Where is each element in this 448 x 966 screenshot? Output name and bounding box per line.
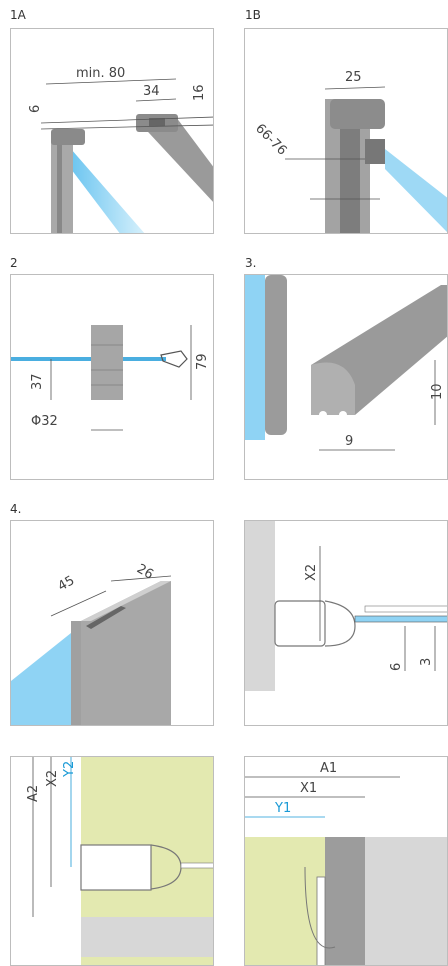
figure-label-1b: 1B <box>245 8 261 22</box>
dim-6-x2: X2 <box>45 770 60 787</box>
dim-7-x1: X1 <box>300 781 317 796</box>
figure-2-panel: 79 37 Φ32 <box>10 274 214 480</box>
dim-4-45: 45 <box>56 573 78 594</box>
dim-1b-66-76: 66-76 <box>252 121 289 158</box>
figure-3-drawing: 9 10 <box>245 275 447 451</box>
figure-5-panel: X2 6 3 <box>244 520 448 726</box>
figure-2-drawing: 79 37 Φ32 <box>11 325 210 431</box>
dim-3-9: 9 <box>345 434 353 449</box>
dim-2-phi32: Φ32 <box>31 414 58 429</box>
figure-1b-drawing: 25 66-76 <box>252 70 447 233</box>
dim-4-26: 26 <box>134 561 156 582</box>
figure-6-drawing: A2 X2 Y2 <box>26 757 213 965</box>
figure-label-1a: 1A <box>10 8 26 22</box>
dim-5-3: 3 <box>419 658 434 666</box>
dim-3-10: 10 <box>430 383 445 400</box>
dim-6-a2: A2 <box>26 785 41 802</box>
dim-1a-16: 16 <box>192 84 207 101</box>
dim-1a-34: 34 <box>143 84 160 99</box>
figure-4-panel: 45 26 <box>10 520 214 726</box>
dim-5-6: 6 <box>389 663 404 671</box>
figure-1a-drawing: min. 80 34 6 16 <box>28 66 213 233</box>
figure-7-drawing: A1 X1 Y1 <box>245 761 447 965</box>
dim-2-79: 79 <box>195 353 210 370</box>
figure-5-drawing: X2 6 3 <box>245 521 447 691</box>
figure-1a-panel: min. 80 34 6 16 <box>10 28 214 234</box>
figure-label-2: 2 <box>10 256 18 270</box>
dim-7-y1: Y1 <box>274 801 291 816</box>
dim-7-a1: A1 <box>320 761 337 776</box>
figure-6-panel: A2 X2 Y2 <box>10 756 214 966</box>
dim-1b-25: 25 <box>345 70 362 85</box>
dim-5-x2: X2 <box>304 564 319 581</box>
dim-1a-6: 6 <box>28 105 43 113</box>
figure-1b-panel: 25 66-76 <box>244 28 448 234</box>
dim-2-37: 37 <box>30 373 45 390</box>
dim-1a-min80: min. 80 <box>76 66 125 81</box>
figure-label-4: 4. <box>10 502 22 516</box>
figure-label-3: 3. <box>245 256 257 270</box>
dim-6-y2: Y2 <box>62 761 77 778</box>
figure-4-drawing: 45 26 <box>11 561 172 725</box>
figure-7-panel: A1 X1 Y1 <box>244 756 448 966</box>
figure-3-panel: 9 10 <box>244 274 448 480</box>
